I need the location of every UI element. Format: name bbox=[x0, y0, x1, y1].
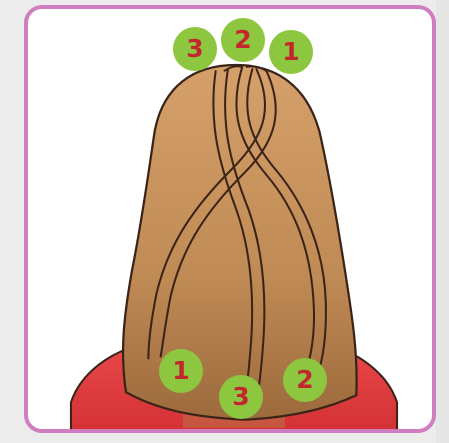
left-background-strip bbox=[0, 0, 24, 443]
illustration-frame bbox=[24, 5, 436, 433]
label-badge-top-right: 1 bbox=[269, 30, 313, 74]
braiding-illustration bbox=[28, 9, 436, 433]
label-badge-top-center: 2 bbox=[221, 18, 265, 62]
right-background-strip bbox=[436, 0, 449, 443]
label-badge-top-left: 3 bbox=[173, 27, 217, 71]
label-badge-bottom-right: 2 bbox=[283, 358, 327, 402]
label-badge-bottom-center: 3 bbox=[219, 375, 263, 419]
label-badge-bottom-left: 1 bbox=[159, 349, 203, 393]
